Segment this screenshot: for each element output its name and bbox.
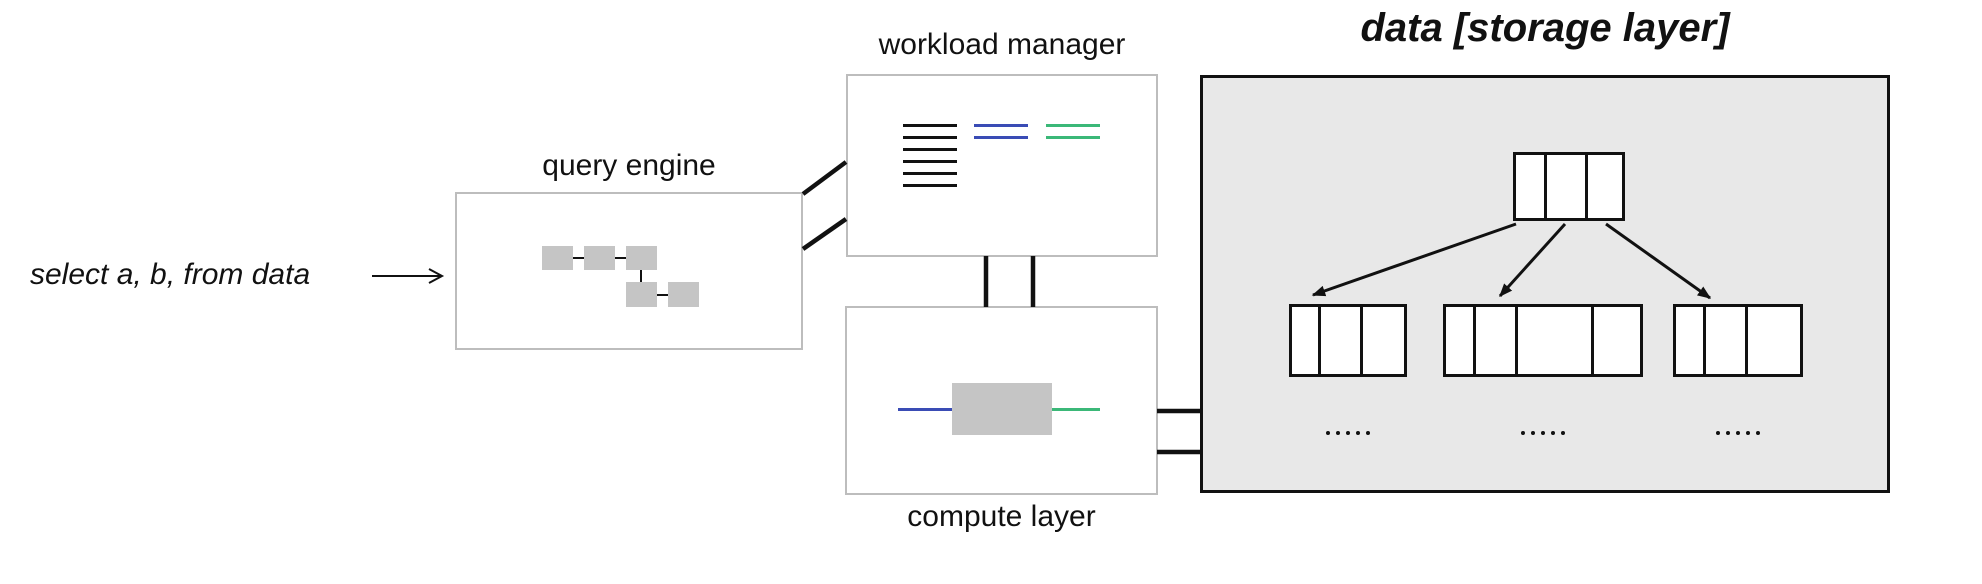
ellipsis-right [1716, 431, 1760, 435]
plan-node-4 [626, 282, 657, 307]
plan-node-2 [584, 246, 615, 270]
query-engine-box [455, 192, 803, 350]
query-queue-black-icon [903, 124, 957, 187]
compute-blue-line [898, 408, 952, 411]
compute-worker-rect [952, 383, 1052, 435]
plan-node-1 [542, 246, 573, 270]
query-input-arrowhead-icon [428, 268, 445, 284]
plan-edge-3 [640, 270, 642, 282]
plan-node-5 [668, 282, 699, 307]
btree-child-node-middle [1443, 304, 1643, 377]
query-queue-green-icon [1046, 124, 1100, 139]
workload-manager-box [846, 74, 1158, 257]
query-queue-blue-icon [974, 124, 1028, 139]
connector-queryengine-workload-bottom [801, 217, 848, 251]
plan-edge-2 [615, 257, 626, 259]
workload-manager-label: workload manager [878, 28, 1126, 61]
btree-child-node-left [1289, 304, 1407, 377]
ellipsis-middle [1521, 431, 1565, 435]
plan-node-3 [626, 246, 657, 270]
storage-layer-title: data [storage layer] [1360, 6, 1730, 50]
plan-edge-4 [657, 294, 668, 296]
btree-child-node-right [1673, 304, 1803, 377]
btree-root-node [1513, 152, 1625, 221]
plan-edge-1 [573, 257, 584, 259]
query-input-text: select a, b, from data [30, 258, 311, 291]
compute-layer-label: compute layer [907, 500, 1096, 533]
connector-queryengine-workload-top [801, 160, 848, 196]
compute-green-line [1052, 408, 1100, 411]
ellipsis-left [1326, 431, 1370, 435]
query-engine-label: query engine [542, 149, 716, 182]
